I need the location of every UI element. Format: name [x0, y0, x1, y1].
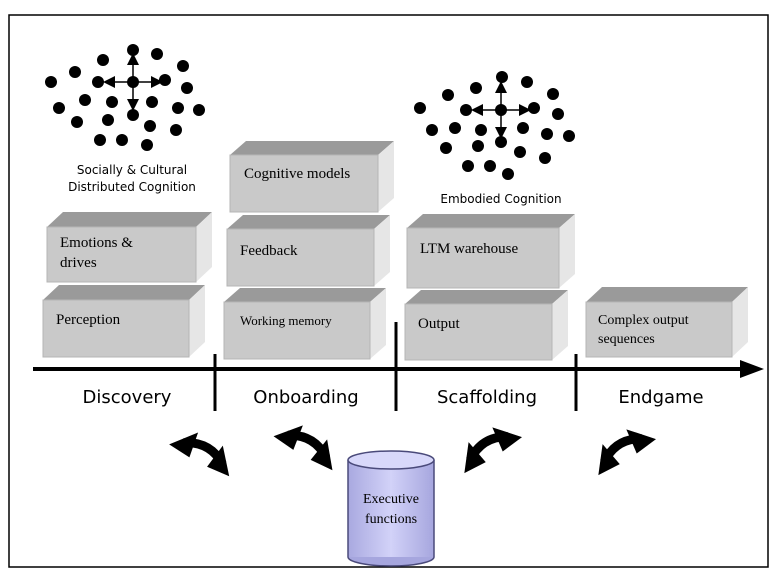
block-label-perception: Perception: [56, 312, 121, 328]
cylinder-label-line1: Executive: [363, 492, 419, 507]
block-perception: Perception: [42, 285, 205, 358]
block-ltm-warehouse: LTM warehouse: [406, 214, 575, 289]
block-label-feedback: Feedback: [240, 243, 298, 259]
block-complex-output: Complex output sequences: [585, 287, 748, 358]
block-output: Output: [404, 290, 568, 361]
embodied-dot-cluster: [414, 71, 575, 180]
block-emotions-drives: Emotions & drives: [46, 212, 212, 283]
block-label-emotions-drives: Emotions & drives: [60, 235, 137, 271]
double-arrow-endgame: [598, 429, 657, 476]
block-label-ltm-warehouse: LTM warehouse: [420, 241, 519, 257]
complex-line1: Complex output: [598, 313, 689, 328]
cylinder-label-line2: functions: [365, 512, 417, 527]
social-caption-line2: Distributed Cognition: [68, 180, 196, 194]
phase-label-onboarding: Onboarding: [253, 387, 358, 408]
outer-frame: [8, 14, 769, 568]
double-arrow-onboarding: [273, 425, 333, 471]
double-arrow-scaffolding: [464, 427, 523, 474]
social-dot-cluster: [45, 44, 205, 151]
block-label-cognitive-models: Cognitive models: [244, 166, 350, 182]
phase-label-discovery: Discovery: [83, 387, 172, 408]
block-label-working-memory: Working memory: [240, 313, 332, 328]
executive-functions-cylinder: Executive functions: [347, 450, 435, 567]
embodied-caption: Embodied Cognition: [440, 192, 561, 206]
block-feedback: Feedback: [226, 215, 390, 287]
phase-label-endgame: Endgame: [618, 387, 703, 408]
double-arrow-discovery: [169, 432, 230, 477]
emotions-line2: drives: [60, 255, 97, 271]
emotions-line1: Emotions &: [60, 235, 133, 251]
complex-line2: sequences: [598, 332, 655, 347]
block-cognitive-models: Cognitive models: [229, 141, 394, 213]
social-caption-line1: Socially & Cultural: [77, 163, 187, 177]
block-working-memory: Working memory: [223, 288, 386, 360]
block-label-complex-output: Complex output sequences: [598, 313, 692, 347]
phase-label-scaffolding: Scaffolding: [437, 387, 537, 408]
block-label-output: Output: [418, 316, 461, 332]
timeline-arrowhead: [740, 360, 764, 378]
